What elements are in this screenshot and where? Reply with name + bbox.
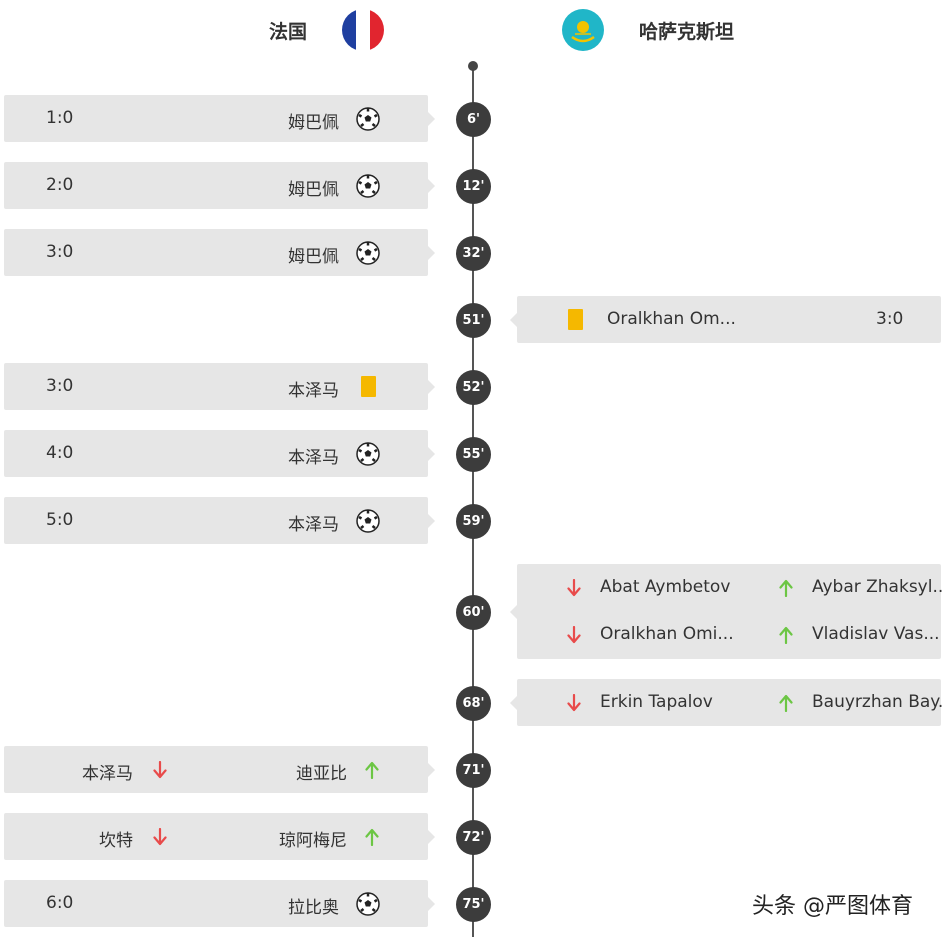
player-in-name: 迪亚比 <box>296 764 347 784</box>
player-name: 姆巴佩 <box>288 113 339 133</box>
arrow-down-red-icon <box>567 693 581 712</box>
soccer-ball-icon <box>356 107 380 131</box>
player-name: 本泽马 <box>288 381 339 401</box>
player-name: Oralkhan Om... <box>607 309 736 329</box>
minute-badge: 75' <box>456 887 491 922</box>
arrow-down-red-icon <box>153 760 167 779</box>
player-name: 姆巴佩 <box>288 180 339 200</box>
arrow-up-green-icon <box>779 626 793 645</box>
player-out-name: 坎特 <box>99 831 133 851</box>
event-card: 3:0 姆巴佩 <box>4 229 435 276</box>
event-card: Erkin Tapalov Bauyrzhan Bay... <box>510 679 945 726</box>
arrow-down-red-icon <box>567 625 581 644</box>
minute-badge: 12' <box>456 169 491 204</box>
event-card: 5:0 本泽马 <box>4 497 435 544</box>
arrow-up-green-icon <box>779 694 793 713</box>
event-score: 5:0 <box>46 510 74 530</box>
event-score: 3:0 <box>46 242 74 262</box>
arrow-down-red-icon <box>153 827 167 846</box>
soccer-ball-icon <box>356 442 380 466</box>
minute-badge: 51' <box>456 303 491 338</box>
player-in-name: 琼阿梅尼 <box>279 831 347 851</box>
arrow-up-green-icon <box>365 828 379 847</box>
away-team-name: 哈萨克斯坦 <box>639 21 735 43</box>
soccer-ball-icon <box>356 892 380 916</box>
player-in-name: Aybar Zhaksyl... <box>812 577 945 597</box>
yellow-card-icon <box>361 376 376 397</box>
arrow-down-red-icon <box>567 578 581 597</box>
soccer-ball-icon <box>356 509 380 533</box>
minute-badge: 59' <box>456 504 491 539</box>
minute-badge: 60' <box>456 595 491 630</box>
watermark: 头条 @严图体育 <box>752 894 913 919</box>
player-name: 姆巴佩 <box>288 247 339 267</box>
arrow-up-green-icon <box>779 579 793 598</box>
event-score: 1:0 <box>46 108 74 128</box>
arrow-up-green-icon <box>365 761 379 780</box>
event-score: 3:0 <box>46 376 74 396</box>
event-card: 本泽马 迪亚比 <box>4 746 435 793</box>
kazakhstan-flag-icon <box>562 9 604 51</box>
home-team-name: 法国 <box>269 21 308 43</box>
minute-badge: 32' <box>456 236 491 271</box>
player-in-name: Bauyrzhan Bay... <box>812 692 945 712</box>
minute-badge: 55' <box>456 437 491 472</box>
yellow-card-icon <box>568 309 583 330</box>
player-name: 拉比奥 <box>288 898 339 918</box>
minute-badge: 68' <box>456 686 491 721</box>
event-score: 4:0 <box>46 443 74 463</box>
event-score: 3:0 <box>876 309 904 329</box>
player-out-name: Abat Aymbetov <box>600 577 731 597</box>
event-card: 6:0 拉比奥 <box>4 880 435 927</box>
player-out-name: Oralkhan Omi... <box>600 624 734 644</box>
event-card: Abat Aymbetov Aybar Zhaksyl... Oralkhan Om… <box>510 564 945 659</box>
player-out-name: 本泽马 <box>82 764 133 784</box>
event-score: 2:0 <box>46 175 74 195</box>
event-score: 6:0 <box>46 893 74 913</box>
event-card: 3:0 本泽马 <box>4 363 435 410</box>
player-name: 本泽马 <box>288 448 339 468</box>
france-flag-icon <box>342 9 384 51</box>
player-in-name: Vladislav Vas... <box>812 624 940 644</box>
minute-badge: 52' <box>456 370 491 405</box>
soccer-ball-icon <box>356 174 380 198</box>
event-card: 1:0 姆巴佩 <box>4 95 435 142</box>
minute-badge: 72' <box>456 820 491 855</box>
player-out-name: Erkin Tapalov <box>600 692 713 712</box>
minute-badge: 6' <box>456 102 491 137</box>
soccer-ball-icon <box>356 241 380 265</box>
event-card: 2:0 姆巴佩 <box>4 162 435 209</box>
event-card: Oralkhan Om... 3:0 <box>510 296 941 343</box>
timeline-axis <box>472 66 474 937</box>
minute-badge: 71' <box>456 753 491 788</box>
player-name: 本泽马 <box>288 515 339 535</box>
event-card: 坎特 琼阿梅尼 <box>4 813 435 860</box>
event-card: 4:0 本泽马 <box>4 430 435 477</box>
timeline-start-dot <box>468 61 478 71</box>
